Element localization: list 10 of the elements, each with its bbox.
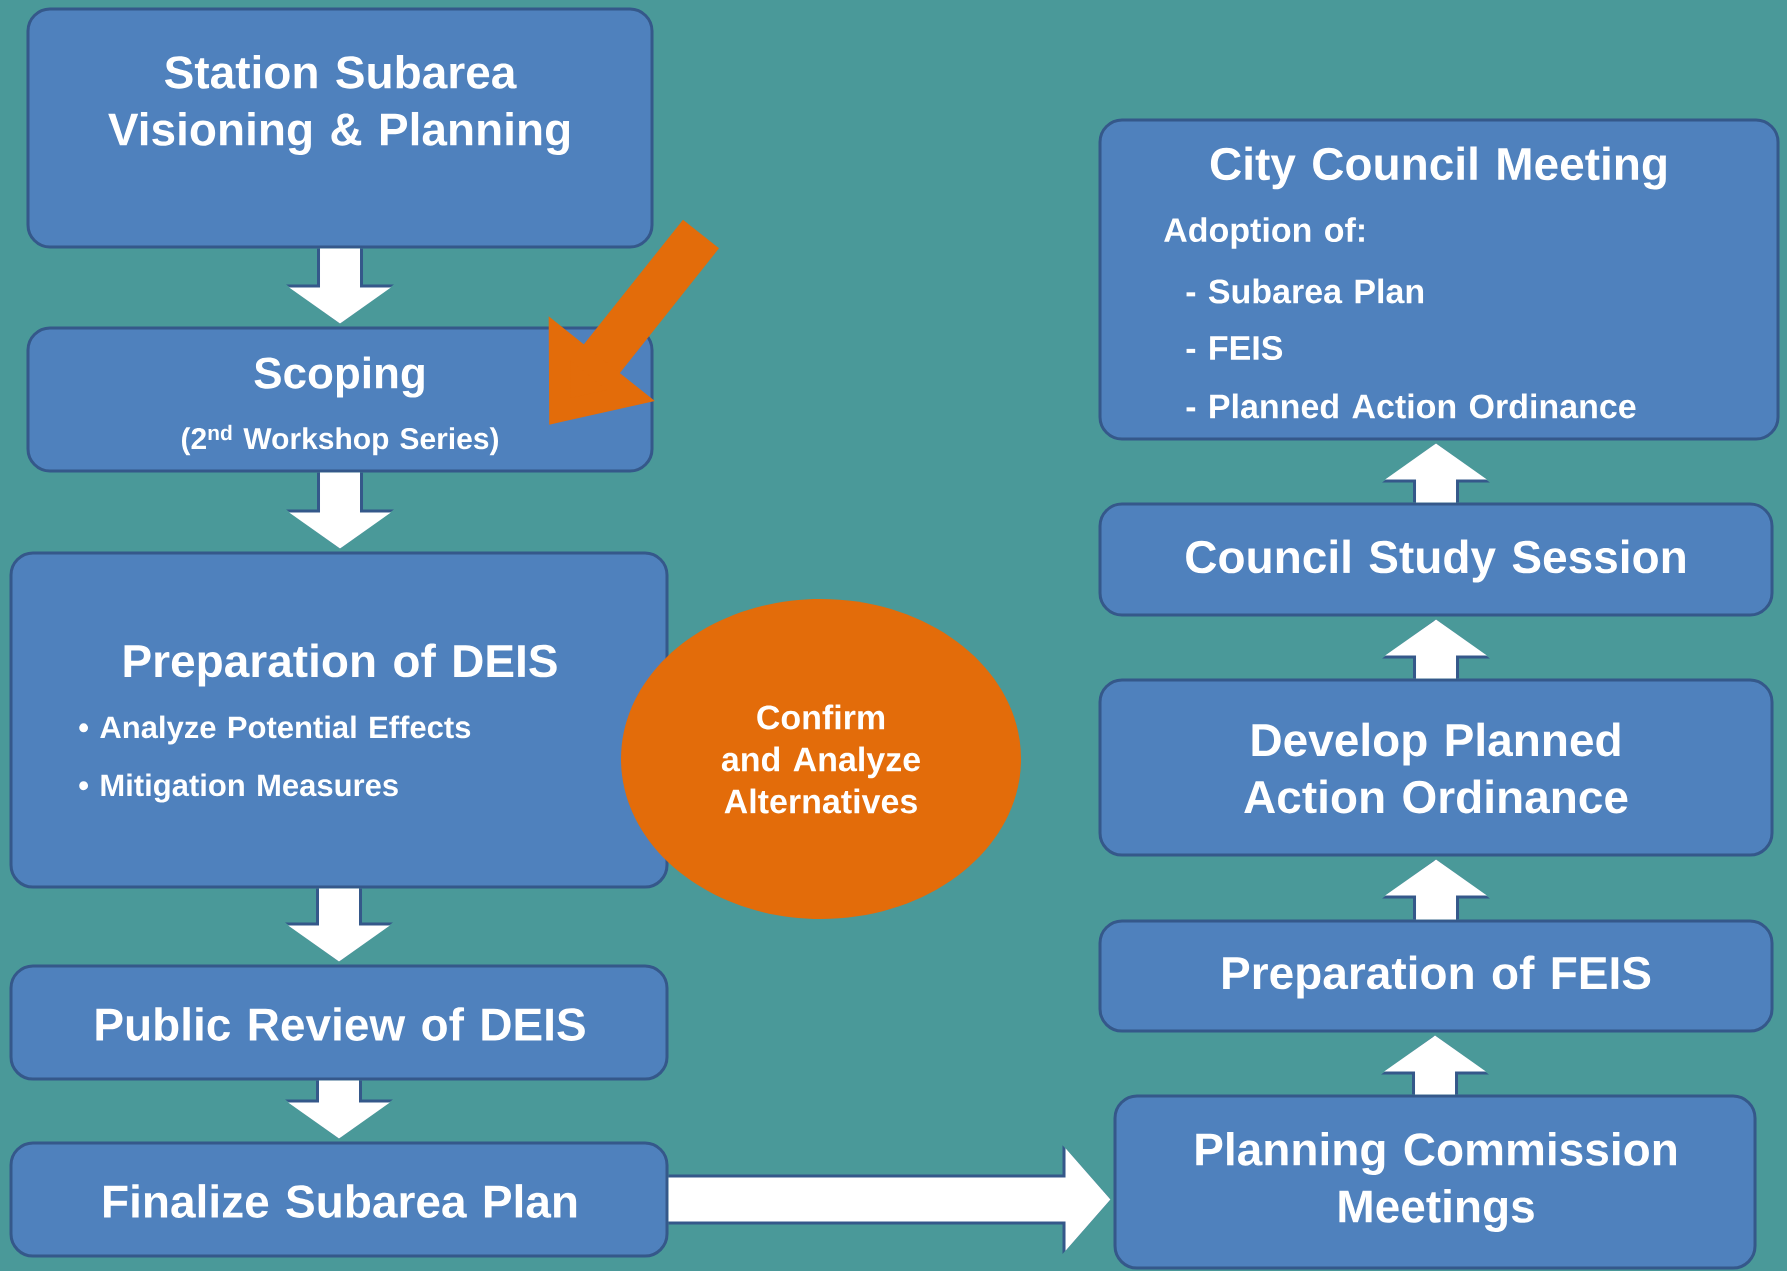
process-box: Council Study Session: [1098, 502, 1774, 617]
process-box: Public Review of DEIS: [9, 964, 669, 1081]
process-box: Preparation of FEIS: [1098, 919, 1774, 1033]
process-box: City Council Meeting Adoption of: - Subarea Plan - FEIS - Planned Action Ordinance: [1098, 118, 1780, 441]
process-box: Finalize Subarea Plan: [9, 1141, 669, 1258]
process-box: Station Subarea Visioning & Planning: [26, 7, 654, 249]
process-box: Planning Commission Meetings: [1113, 1094, 1757, 1270]
process-box: Preparation of DEIS • Analyze Potential Effects • Mitigation Measures: [9, 551, 669, 889]
process-box: Develop Planned Action Ordinance: [1098, 678, 1774, 857]
process-box: Scoping (2$^{nd}$ Workshop Series): [26, 326, 654, 473]
